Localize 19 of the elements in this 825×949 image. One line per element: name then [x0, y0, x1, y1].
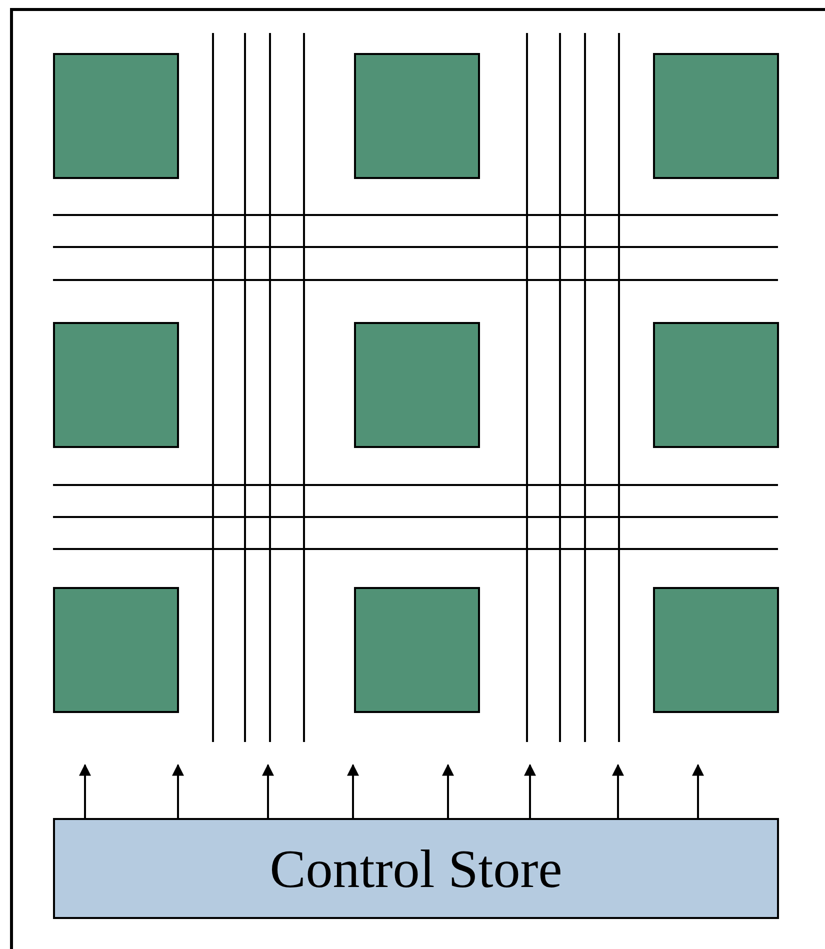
logic-block [653, 587, 779, 713]
arrow [172, 764, 184, 818]
logic-block [53, 587, 179, 713]
logic-block [653, 53, 779, 179]
arrow [347, 764, 359, 818]
logic-block [354, 53, 480, 179]
block-label: Control Store [270, 838, 562, 900]
logic-block [53, 322, 179, 448]
arrow [79, 764, 91, 818]
logic-block [53, 53, 179, 179]
logic-block [354, 322, 480, 448]
arrow [442, 764, 454, 818]
logic-block [653, 322, 779, 448]
arrow [612, 764, 624, 818]
arrow [692, 764, 704, 818]
control-store-box [53, 818, 779, 919]
arrow [524, 764, 536, 818]
logic-block [354, 587, 480, 713]
arrow [262, 764, 274, 818]
